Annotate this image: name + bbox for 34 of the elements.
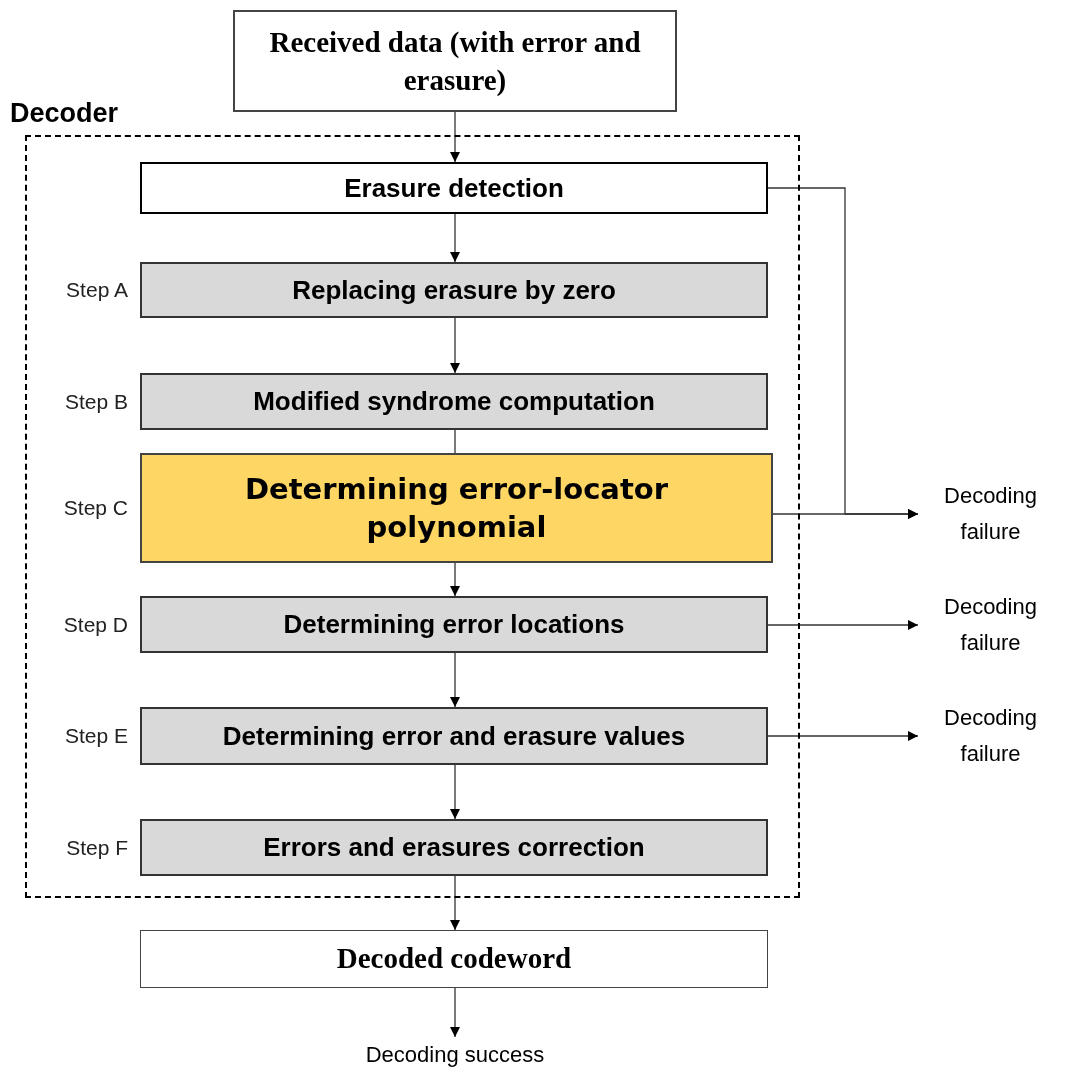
arrow bbox=[767, 619, 919, 631]
box-label: Determining error and erasure values bbox=[222, 719, 686, 753]
arrow bbox=[449, 875, 461, 931]
arrow bbox=[449, 317, 461, 374]
outcome-label: Decoding success bbox=[365, 1040, 545, 1069]
box-label: Replacing erasure by zero bbox=[292, 273, 616, 307]
process-box bbox=[140, 930, 768, 988]
group-title: Decoder bbox=[10, 97, 119, 130]
outcome-label: Decoding failure bbox=[943, 482, 1038, 546]
step-label: Step D bbox=[63, 611, 128, 638]
box-label: Determining error-locator polynomial bbox=[243, 471, 670, 546]
step-label: Step F bbox=[66, 834, 128, 861]
outcome-label: Decoding failure bbox=[943, 704, 1038, 768]
arrow bbox=[449, 652, 461, 708]
arrow bbox=[449, 764, 461, 820]
box-label: Errors and erasures correction bbox=[263, 831, 645, 864]
step-label: Step E bbox=[64, 723, 128, 750]
arrow bbox=[449, 111, 461, 163]
box-label: Received data (with error and erasure) bbox=[268, 25, 642, 98]
process-box bbox=[140, 162, 768, 214]
outcome-label: Decoding failure bbox=[943, 593, 1038, 657]
step-label: Step B bbox=[64, 388, 128, 415]
step-label: Step A bbox=[66, 277, 128, 304]
arrow bbox=[449, 562, 461, 597]
box-label: Erasure detection bbox=[344, 171, 564, 205]
process-box bbox=[233, 10, 677, 112]
box-label: Modified syndrome computation bbox=[253, 385, 655, 418]
arrow bbox=[767, 730, 919, 742]
arrow bbox=[772, 508, 919, 520]
box-label: Decoded codeword bbox=[336, 941, 572, 977]
box-label: Determining error locations bbox=[283, 608, 625, 641]
arrow bbox=[449, 213, 461, 263]
step-label: Step C bbox=[63, 495, 128, 521]
arrow bbox=[449, 987, 461, 1038]
